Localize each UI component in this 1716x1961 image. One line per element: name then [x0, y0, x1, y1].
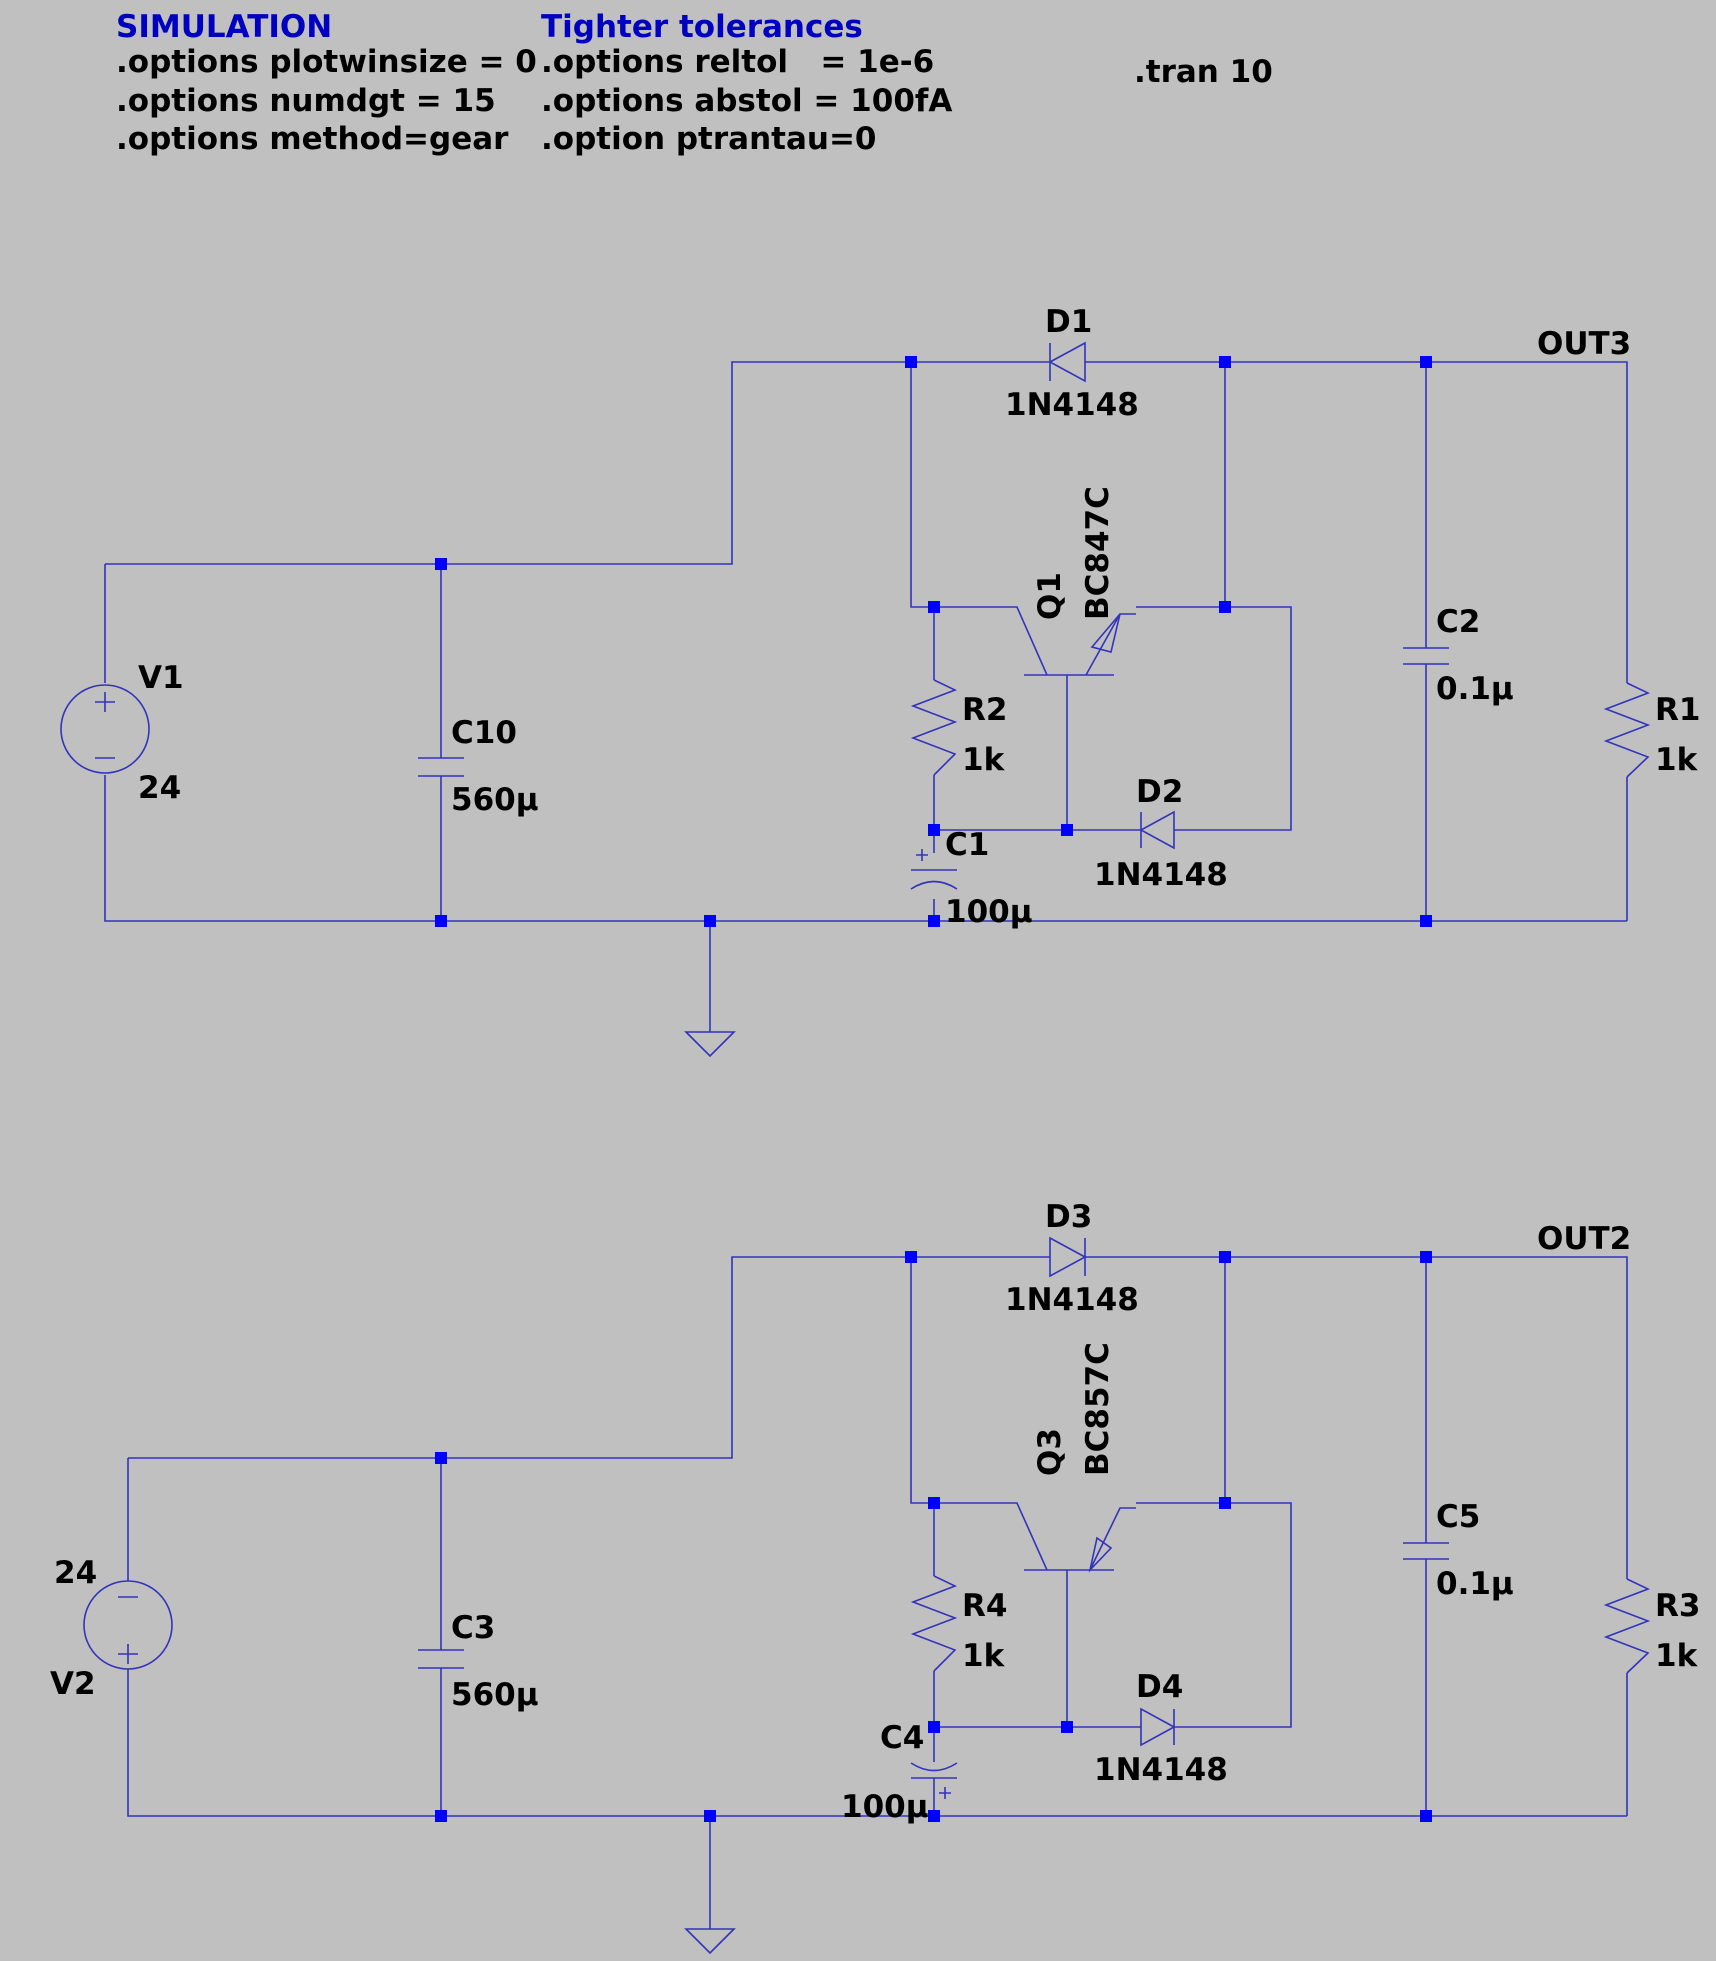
- top-cb-value: 100µ: [945, 894, 1033, 930]
- top-v-value: 24: [138, 770, 181, 806]
- bot-v-name: V2: [50, 1666, 96, 1702]
- top-dser-model: 1N4148: [1005, 387, 1139, 423]
- top-v-name: V1: [138, 660, 184, 696]
- top-wire-out[interactable]: [1085, 361, 1628, 683]
- top-dfb-model: 1N4148: [1094, 857, 1228, 893]
- bot-cout-value: 0.1µ: [1436, 1566, 1514, 1602]
- bot-cb-value: 100µ: [841, 1789, 929, 1825]
- bot-wire-collector-node[interactable]: [910, 1257, 1002, 1504]
- top-q-name: Q1: [1032, 572, 1068, 620]
- bot-v-value: 24: [54, 1555, 97, 1591]
- bottom-output-capacitor[interactable]: [1403, 1542, 1449, 1560]
- top-net-label: OUT3: [1537, 326, 1631, 362]
- bot-dfb-name: D4: [1136, 1669, 1183, 1705]
- top-rload-value: 1k: [1655, 742, 1699, 778]
- bottom-base-capacitor[interactable]: [910, 1762, 958, 1799]
- top-feedback-diode[interactable]: [1139, 810, 1175, 850]
- bot-rload-name: R3: [1655, 1588, 1700, 1624]
- top-output-capacitor[interactable]: [1403, 647, 1449, 665]
- top-cb-name: C1: [945, 827, 989, 863]
- top-rb-value: 1k: [962, 742, 1006, 778]
- bottom-ground-symbol: [684, 1928, 736, 1955]
- bot-dser-model: 1N4148: [1005, 1282, 1139, 1318]
- top-junctions: [435, 356, 1432, 927]
- bottom-series-diode[interactable]: [1049, 1236, 1087, 1278]
- tol-directive-1[interactable]: .options reltol = 1e-6: [541, 44, 934, 80]
- top-wire-ground-rail[interactable]: [104, 775, 1627, 922]
- top-cbulk-value: 560µ: [451, 782, 539, 818]
- sim-directive-2[interactable]: .options numdgt = 15: [116, 83, 496, 119]
- tran-directive[interactable]: .tran 10: [1134, 54, 1273, 90]
- bot-q-model: BC857C: [1080, 1342, 1116, 1476]
- top-cbulk-name: C10: [451, 715, 517, 751]
- bot-cbulk-name: C3: [451, 1610, 495, 1646]
- bot-wire-ground-rail[interactable]: [127, 1669, 1627, 1817]
- top-wire-input[interactable]: [105, 361, 911, 565]
- top-bulk-capacitor[interactable]: [418, 757, 464, 777]
- bot-dser-name: D3: [1045, 1199, 1092, 1235]
- bottom-circuit: 24 V2 C3 560µ D3 1N4148 Q3 BC857C R4 1k: [50, 1199, 1700, 1955]
- top-wire-d2-loop[interactable]: [1136, 606, 1292, 831]
- bot-cout-name: C5: [1436, 1499, 1480, 1535]
- bot-net-label: OUT2: [1537, 1221, 1631, 1257]
- bottom-wires[interactable]: [127, 1256, 1628, 1929]
- top-voltage-source[interactable]: [60, 684, 150, 774]
- bottom-feedback-diode[interactable]: [1140, 1707, 1176, 1747]
- sim-directive-3[interactable]: .options method=gear: [116, 121, 509, 157]
- top-dser-name: D1: [1045, 304, 1092, 340]
- top-base-resistor[interactable]: [910, 679, 958, 776]
- top-rload-name: R1: [1655, 692, 1700, 728]
- bottom-voltage-source[interactable]: [83, 1580, 173, 1670]
- bottom-bulk-capacitor[interactable]: [418, 1649, 464, 1669]
- top-wire-collector-node[interactable]: [910, 362, 1002, 608]
- simulation-comment-block: SIMULATION .options plotwinsize = 0 .opt…: [116, 9, 537, 157]
- sim-header[interactable]: SIMULATION: [116, 9, 332, 45]
- top-rb-name: R2: [962, 692, 1007, 728]
- bot-wire-base-node[interactable]: [933, 1671, 1141, 1728]
- bot-rb-name: R4: [962, 1588, 1007, 1624]
- bot-wire-input[interactable]: [128, 1256, 911, 1459]
- top-wire-base-node[interactable]: [933, 775, 1141, 831]
- tol-directive-2[interactable]: .options abstol = 100fA: [541, 83, 952, 119]
- bottom-load-resistor[interactable]: [1603, 1578, 1651, 1674]
- top-wires[interactable]: [104, 361, 1628, 1032]
- bottom-transistor[interactable]: [1002, 1502, 1136, 1573]
- bottom-base-resistor[interactable]: [910, 1575, 958, 1672]
- top-series-diode[interactable]: [1048, 341, 1086, 383]
- top-cout-name: C2: [1436, 604, 1480, 640]
- tol-directive-3[interactable]: .option ptrantau=0: [541, 121, 877, 157]
- top-transistor[interactable]: [1002, 606, 1136, 676]
- top-ground-symbol: [684, 1031, 736, 1058]
- bot-dfb-model: 1N4148: [1094, 1752, 1228, 1788]
- bottom-junctions: [435, 1251, 1432, 1822]
- bot-rload-value: 1k: [1655, 1638, 1699, 1674]
- top-cout-value: 0.1µ: [1436, 671, 1514, 707]
- bot-rb-value: 1k: [962, 1638, 1006, 1674]
- tolerance-comment-block: Tighter tolerances .options reltol = 1e-…: [541, 9, 952, 157]
- bot-cbulk-value: 560µ: [451, 1677, 539, 1713]
- bot-wire-d4-loop[interactable]: [1136, 1502, 1292, 1728]
- bot-q-name: Q3: [1032, 1428, 1068, 1476]
- tol-header[interactable]: Tighter tolerances: [541, 9, 863, 45]
- sim-directive-1[interactable]: .options plotwinsize = 0: [116, 44, 537, 80]
- bot-wire-out[interactable]: [1085, 1256, 1628, 1579]
- top-base-capacitor[interactable]: [910, 849, 958, 890]
- top-load-resistor[interactable]: [1603, 682, 1651, 778]
- top-circuit: V1 24 C10 560µ D1 1N4148 Q1 BC847C R2 1k: [60, 304, 1700, 1058]
- top-dfb-name: D2: [1136, 774, 1183, 810]
- bot-cb-name: C4: [880, 1720, 924, 1756]
- top-q-model: BC847C: [1080, 486, 1116, 620]
